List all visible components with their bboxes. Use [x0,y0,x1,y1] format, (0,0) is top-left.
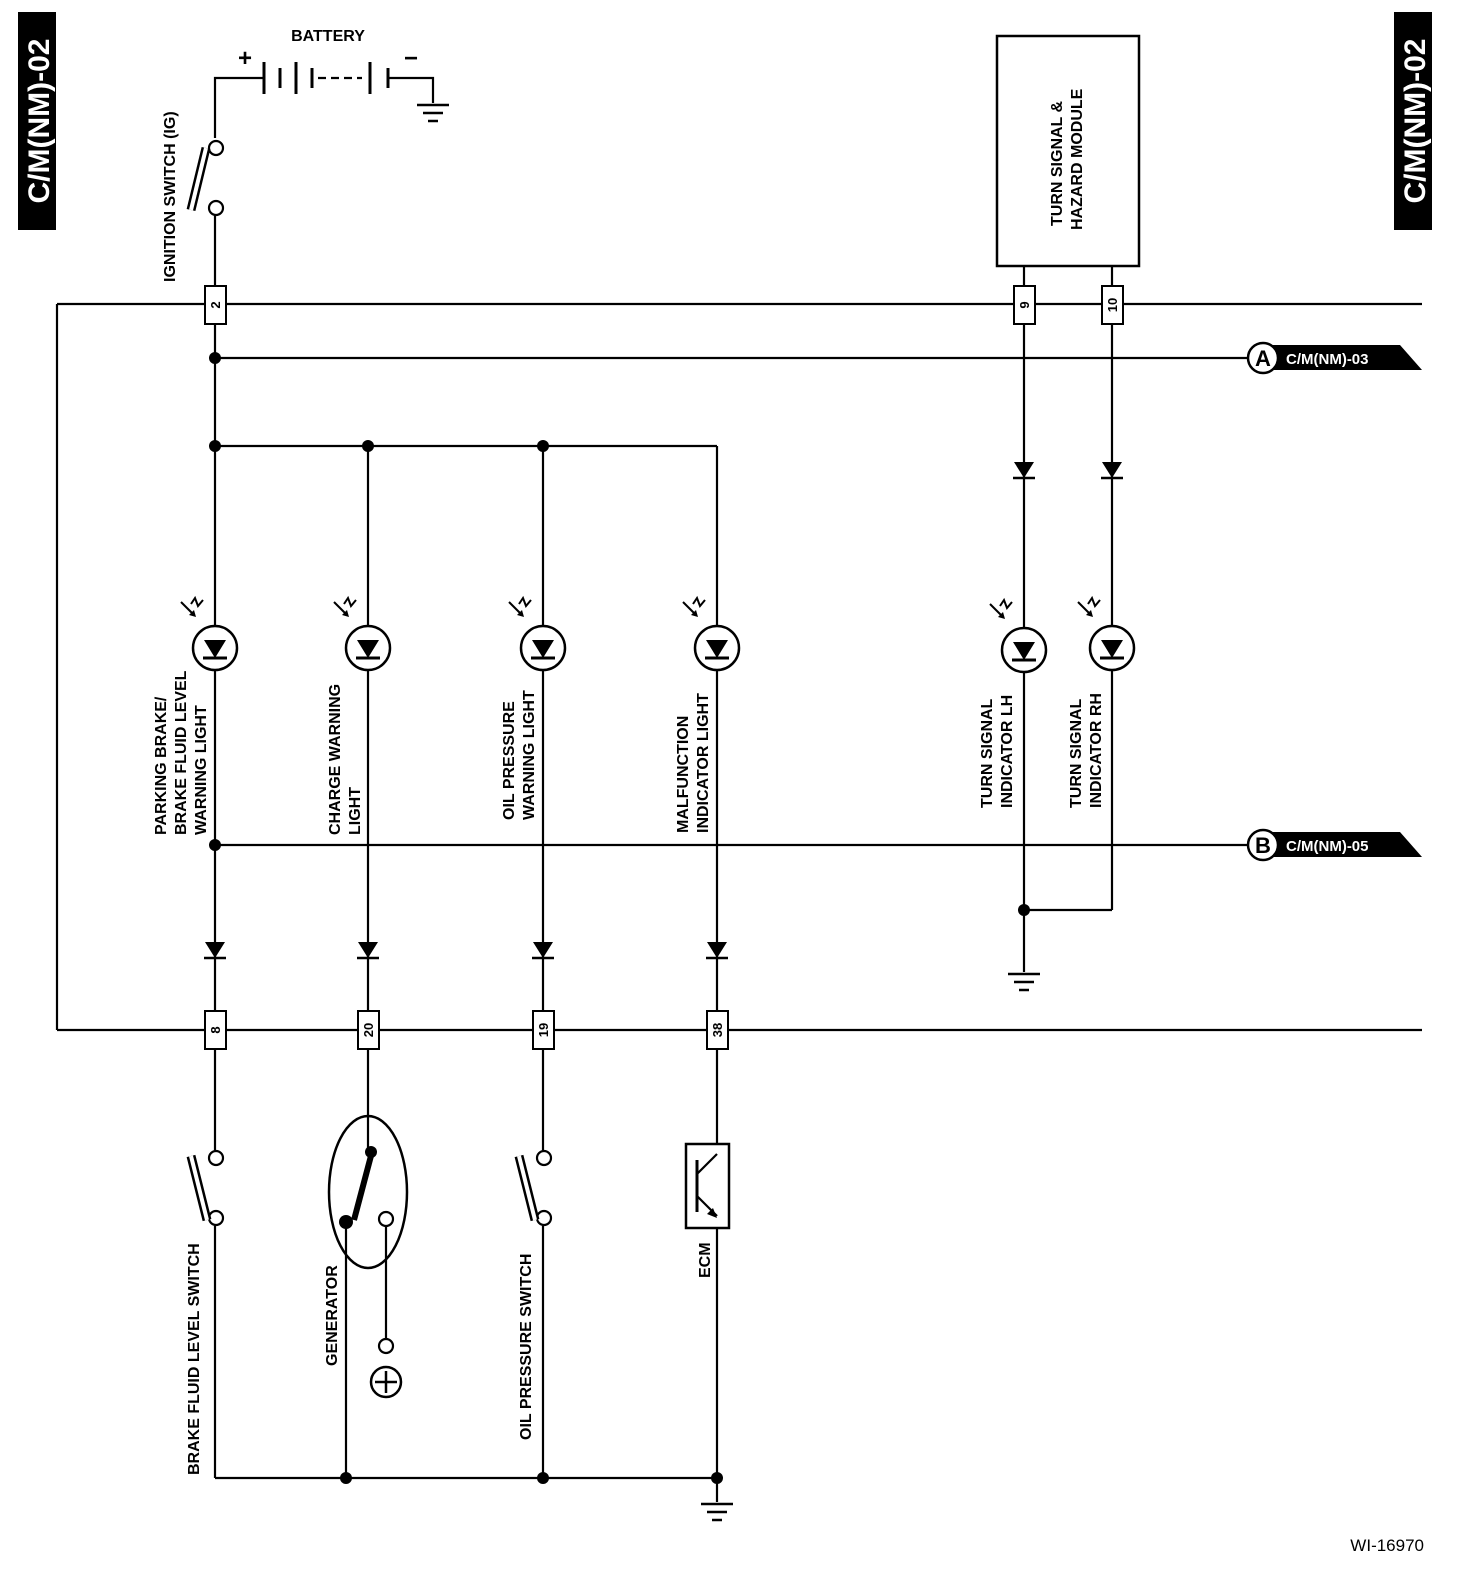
svg-text:A: A [1255,346,1271,371]
svg-text:TURN SIGNAL: TURN SIGNAL [979,698,996,808]
svg-text:BATTERY: BATTERY [291,28,365,45]
svg-text:20: 20 [361,1023,376,1037]
junction-dots [209,352,1030,1484]
svg-text:TURN SIGNAL: TURN SIGNAL [1068,698,1085,808]
pin-ig: 2 [204,285,227,325]
pin-turn-lh: 9 [1013,285,1036,325]
svg-text:C/M(NM)-03: C/M(NM)-03 [1286,351,1369,368]
pin-turn-rh: 10 [1101,285,1124,325]
ignition-switch: IGNITION SWITCH (IG) [162,111,225,285]
svg-text:19: 19 [536,1023,551,1037]
figure-id: WI-16970 [1350,1536,1424,1555]
parking-brake-warning-light: PARKING BRAKE/ BRAKE FLUID LEVEL WARNING… [153,596,239,835]
battery: BATTERY + − [213,28,451,138]
svg-text:CHARGE WARNING: CHARGE WARNING [327,684,344,835]
ground-turn [1006,972,1042,992]
malfunction-indicator-light: MALFUNCTION INDICATOR LIGHT [675,596,741,833]
generator: GENERATOR [324,1114,409,1399]
connector-ref-a: A C/M(NM)-03 [1246,341,1422,375]
svg-text:ECM: ECM [697,1242,714,1278]
oil-pressure-warning-light: OIL PRESSURE WARNING LIGHT [501,596,567,820]
svg-text:INDICATOR RH: INDICATOR RH [1088,693,1105,808]
svg-text:LIGHT: LIGHT [347,787,364,835]
svg-text:C/M(NM)-05: C/M(NM)-05 [1286,838,1369,855]
svg-text:INDICATOR LH: INDICATOR LH [999,695,1016,808]
svg-text:PARKING BRAKE/: PARKING BRAKE/ [153,696,170,835]
page-ref-left: C/M(NM)-02 [18,12,56,230]
svg-text:38: 38 [710,1023,725,1037]
svg-text:INDICATOR LIGHT: INDICATOR LIGHT [695,693,712,833]
svg-text:BRAKE FLUID LEVEL SWITCH: BRAKE FLUID LEVEL SWITCH [186,1243,203,1475]
svg-text:MALFUNCTION: MALFUNCTION [675,716,692,833]
svg-text:2: 2 [208,301,223,308]
pin-ecm: 38 [706,1010,729,1050]
svg-text:OIL PRESSURE: OIL PRESSURE [501,701,518,820]
svg-text:HAZARD MODULE: HAZARD MODULE [1069,88,1086,230]
pin-generator: 20 [357,1010,380,1050]
oil-pressure-switch: OIL PRESSURE SWITCH [514,1149,553,1440]
turn-signal-indicator-lh: TURN SIGNAL INDICATOR LH [979,598,1048,808]
svg-text:9: 9 [1017,301,1032,308]
positive-terminal-icon [369,1365,403,1399]
svg-text:GENERATOR: GENERATOR [324,1265,341,1366]
svg-text:C/M(NM)-02: C/M(NM)-02 [23,39,56,204]
brake-fluid-level-switch: BRAKE FLUID LEVEL SWITCH [186,1149,225,1475]
turn-signal-indicator-rh: TURN SIGNAL INDICATOR RH [1068,596,1136,808]
page-ref-right: C/M(NM)-02 [1394,12,1432,230]
svg-text:−: − [404,45,418,72]
wiring [213,322,1250,1502]
pin-brake: 8 [204,1010,227,1050]
svg-text:10: 10 [1105,298,1120,312]
pin-oil: 19 [532,1010,555,1050]
svg-text:C/M(NM)-02: C/M(NM)-02 [1399,39,1432,204]
svg-text:OIL PRESSURE SWITCH: OIL PRESSURE SWITCH [518,1254,535,1440]
svg-text:8: 8 [208,1026,223,1033]
svg-text:WARNING LIGHT: WARNING LIGHT [521,690,538,820]
svg-text:WARNING LIGHT: WARNING LIGHT [193,705,210,835]
svg-text:BRAKE FLUID LEVEL: BRAKE FLUID LEVEL [173,670,190,835]
connector-frame [55,302,1422,1032]
charge-warning-light: CHARGE WARNING LIGHT [327,596,392,835]
ground-main [699,1502,735,1522]
ecm: ECM [684,1142,731,1278]
svg-text:TURN SIGNAL &: TURN SIGNAL & [1049,101,1066,226]
svg-text:+: + [238,45,252,72]
turn-signal-hazard-module: TURN SIGNAL & HAZARD MODULE [995,34,1141,286]
svg-text:IGNITION SWITCH (IG): IGNITION SWITCH (IG) [162,111,179,282]
svg-text:B: B [1255,833,1271,858]
connector-ref-b: B C/M(NM)-05 [1246,828,1422,862]
